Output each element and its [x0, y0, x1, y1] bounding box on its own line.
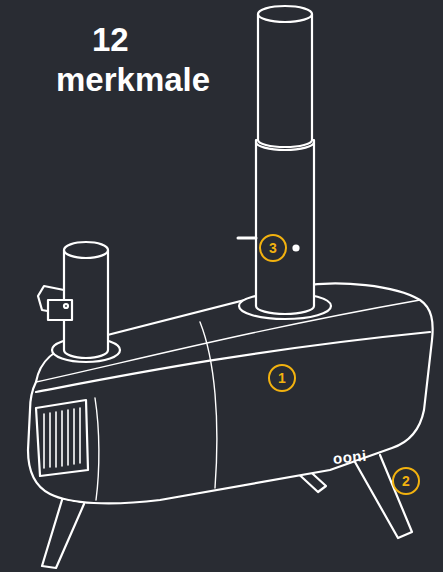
hopper-clip [48, 300, 72, 320]
callout-number: 2 [402, 474, 410, 488]
chimney-upper [258, 14, 312, 147]
hopper-top [64, 242, 108, 258]
callout-circle: 3 [258, 233, 288, 263]
callout-number: 3 [269, 241, 277, 255]
vent-frame [36, 400, 88, 476]
hopper-screw [64, 304, 68, 308]
chimney-top [258, 6, 312, 22]
body-seam [95, 398, 99, 500]
brand-logo: ooni [332, 447, 367, 467]
chimney-handle [238, 237, 256, 240]
callout-number: 1 [278, 371, 286, 385]
front-left-leg [42, 500, 84, 568]
chimney-knob [294, 246, 299, 251]
body-seam [200, 322, 217, 488]
vent-slots [44, 408, 80, 468]
chimney-band [256, 142, 314, 150]
title: 12 merkmale [56, 20, 226, 100]
callout-circle: 2 [391, 466, 421, 496]
callout-circle: 1 [267, 363, 297, 393]
chimney-lower [256, 140, 314, 314]
